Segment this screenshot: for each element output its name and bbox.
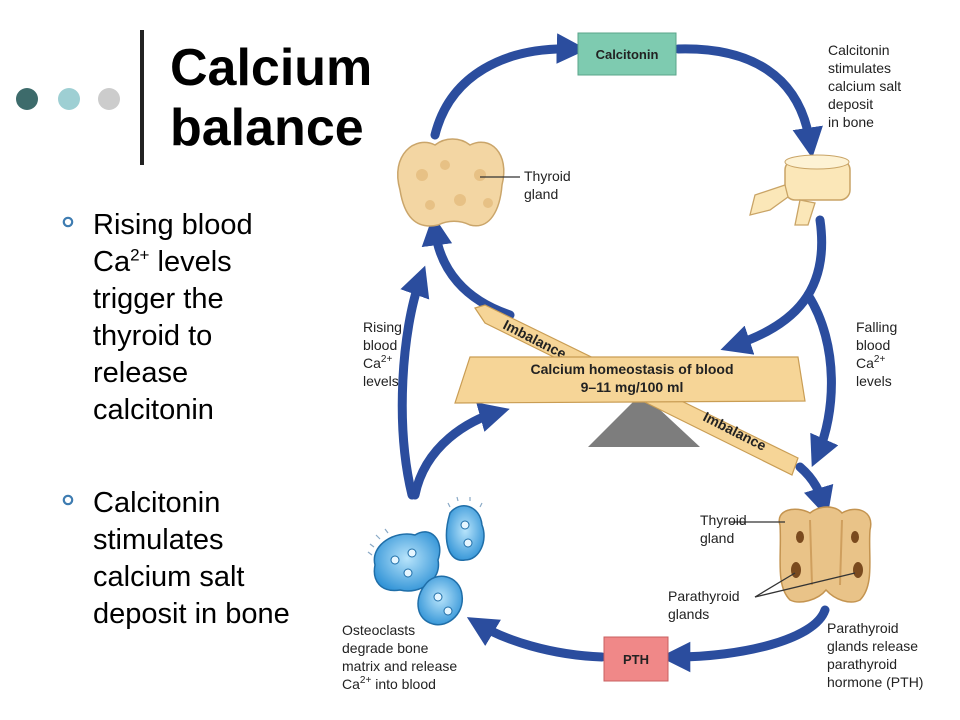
bullet-text-1: Rising blood Ca2+ levels trigger the thy… [93, 207, 292, 429]
falling-line-2: blood [856, 337, 890, 353]
thyroid-bottom-label: Thyroid gland [700, 512, 747, 546]
homeostasis-line-2: 9–11 mg/100 ml [581, 379, 684, 395]
arrow-parathyroid-to-pth [659, 605, 830, 673]
osteoclasts-line-3: matrix and release [342, 658, 457, 674]
arrow-calcitonin-to-bone [673, 44, 823, 159]
imbalance-top-label: Imbalance [501, 316, 569, 361]
bone-vertebra-icon [749, 154, 851, 226]
decor-dot-2 [58, 88, 80, 110]
arrow-to-parathyroid [795, 462, 834, 518]
thyroid-top-label: Thyroid gland [524, 168, 571, 202]
parathyroid-release-line-3: parathyroid [827, 656, 897, 672]
arrow-bone-to-balance [720, 215, 827, 355]
parathyroid-line-1: Parathyroid [668, 588, 740, 604]
ring-bullet-icon [62, 494, 74, 506]
parathyroid-release-line-1: Parathyroid [827, 620, 899, 636]
arrow-rising-calcium [397, 265, 430, 500]
rising-line-2: blood [363, 337, 397, 353]
title-divider [140, 30, 144, 165]
calcitonin-effect-line-4: deposit [828, 96, 873, 112]
osteoclasts-label: Osteoclasts degrade bone matrix and rele… [342, 622, 457, 692]
bullet-2-part-a: Calcitonin stimulates calcium salt depos… [93, 487, 290, 630]
thyroid-bottom-line-1: Thyroid [700, 512, 747, 528]
homeostasis-plank [454, 356, 806, 404]
feedback-arrows [397, 33, 839, 673]
parathyroid-glands-icon [730, 506, 872, 603]
arrow-falling-calcium [803, 290, 839, 467]
ring-bullet-icon [62, 216, 74, 228]
homeostasis-seesaw: Imbalance Imbalance Calcium homeostasis … [454, 304, 806, 476]
homeostasis-line-1: Calcium homeostasis of blood [530, 361, 733, 377]
calcitonin-effect-line-5: in bone [828, 114, 874, 130]
bullet-1-part-b: levels trigger the thyroid to release ca… [93, 246, 232, 426]
arrow-osteoclasts-to-balance [410, 402, 510, 500]
parathyroid-release-label: Parathyroid glands release parathyroid h… [827, 620, 923, 690]
seesaw-fulcrum [588, 393, 700, 447]
decor-dot-3 [98, 88, 120, 110]
slide-title: Calcium balance [170, 38, 372, 158]
calcitonin-effect-label: Calcitonin stimulates calcium salt depos… [828, 42, 901, 130]
calcitonin-effect-line-3: calcium salt [828, 78, 901, 94]
bullet-1-superscript: 2+ [130, 245, 150, 265]
calcitonin-effect-line-2: stimulates [828, 60, 891, 76]
rising-line-3: Ca2+ [363, 354, 392, 371]
calcitonin-box: Calcitonin [577, 32, 677, 76]
decor-dot-1 [16, 88, 38, 110]
rising-calcium-label: Rising blood Ca2+ levels [363, 319, 402, 389]
title-line-1: Calcium [170, 39, 373, 97]
parathyroid-release-line-4: hormone (PTH) [827, 674, 923, 690]
pth-label: PTH [623, 652, 649, 667]
thyroid-gland-top-icon [397, 138, 520, 227]
arrow-pth-to-osteoclasts [466, 617, 607, 662]
rising-line-1: Rising [363, 319, 402, 335]
rising-line-4: levels [363, 373, 399, 389]
falling-line-3: Ca2+ [856, 354, 885, 371]
arrow-balance-to-thyroid [421, 214, 515, 320]
parathyroid-line-2: glands [668, 606, 709, 622]
osteoclasts-line-2: degrade bone [342, 640, 429, 656]
title-line-2: balance [170, 99, 364, 157]
falling-calcium-label: Falling blood Ca2+ levels [856, 319, 897, 389]
thyroid-top-line-2: gland [524, 186, 558, 202]
falling-line-1: Falling [856, 319, 897, 335]
thyroid-bottom-line-2: gland [700, 530, 734, 546]
bullet-1-part-a: Rising blood Ca [93, 209, 253, 278]
arrow-to-calcitonin [430, 33, 588, 140]
calcitonin-label: Calcitonin [596, 47, 659, 62]
osteoclasts-line-1: Osteoclasts [342, 622, 415, 638]
bullet-text-2: Calcitonin stimulates calcium salt depos… [93, 485, 292, 633]
parathyroid-release-line-2: glands release [827, 638, 918, 654]
calcium-homeostasis-diagram: Calcitonin PTH Thyroid gland Calcitonin … [342, 32, 923, 692]
osteoclasts-line-4: Ca2+ into blood [342, 675, 436, 692]
osteoclasts-icon [367, 496, 485, 626]
bullet-2: Calcitonin stimulates calcium salt depos… [62, 485, 292, 633]
thyroid-top-line-1: Thyroid [524, 168, 571, 184]
pth-box: PTH [603, 636, 669, 682]
calcitonin-effect-line-1: Calcitonin [828, 42, 889, 58]
bullet-1: Rising blood Ca2+ levels trigger the thy… [62, 207, 292, 429]
parathyroid-label: Parathyroid glands [668, 588, 740, 622]
falling-line-4: levels [856, 373, 892, 389]
